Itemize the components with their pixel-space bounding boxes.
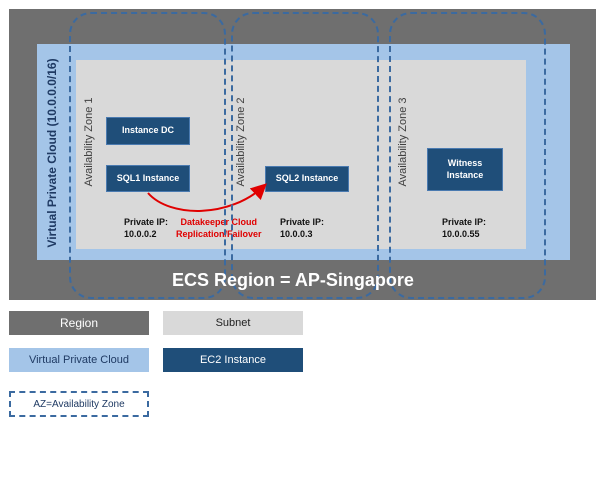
instance-dc-box: Instance DC [106, 117, 190, 145]
sql2-ip-block: Private IP: 10.0.0.3 [280, 216, 324, 240]
legend-ec2: EC2 Instance [163, 348, 303, 372]
witness-instance-label-1: Witness [447, 158, 483, 169]
sql2-ip-value: 10.0.0.3 [280, 229, 313, 240]
sql1-instance-box: SQL1 Instance [106, 165, 190, 192]
legend-vpc: Virtual Private Cloud [9, 348, 149, 372]
witness-instance-box: Witness Instance [427, 148, 503, 191]
legend-region: Region [9, 311, 149, 335]
sql1-ip-label: Private IP: [124, 217, 169, 227]
sql1-instance-label: SQL1 Instance [116, 172, 180, 183]
legend-subnet: Subnet [163, 311, 303, 335]
witness-ip-block: Private IP: 10.0.0.55 [442, 216, 486, 240]
witness-ip-value: 10.0.0.55 [442, 229, 480, 240]
instance-dc-label: Instance DC [121, 125, 174, 136]
availability-zone-2 [231, 12, 379, 299]
replication-label: Datakeeper Cloud Replication/Failover [176, 216, 262, 240]
sql1-ip-value: 10.0.0.2 [124, 229, 157, 240]
availability-zone-3 [389, 12, 546, 299]
witness-instance-label-2: Instance [446, 169, 484, 180]
legend-az: AZ=Availability Zone [9, 391, 149, 417]
availability-zone-1 [69, 12, 226, 299]
witness-ip-label: Private IP: [442, 217, 487, 227]
region-title: ECS Region = AP-Singapore [172, 270, 414, 290]
sql2-ip-label: Private IP: [280, 217, 325, 227]
sql2-instance-box: SQL2 Instance [265, 166, 349, 192]
replication-line1: Datakeeper Cloud [180, 217, 258, 227]
replication-line2: Replication/Failover [176, 229, 262, 240]
sql1-ip-block: Private IP: 10.0.0.2 [124, 216, 168, 240]
sql2-instance-label: SQL2 Instance [275, 173, 339, 184]
